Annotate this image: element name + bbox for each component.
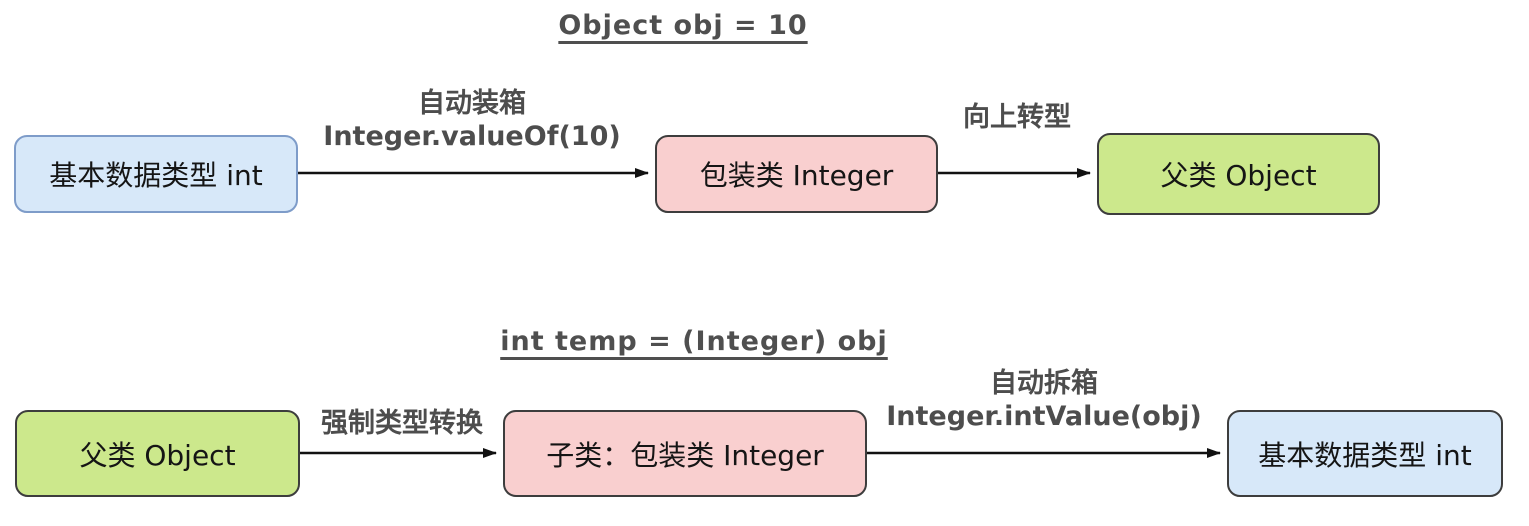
edge-label-line: Integer.intValue(obj) <box>886 400 1202 432</box>
edge-label-upcast: 向上转型 <box>963 102 1071 135</box>
flow2-title: int temp = (Integer) obj <box>500 326 888 357</box>
node-label: 子类：包装类 Integer <box>546 438 824 472</box>
node-parent-object-1: 父类 Object <box>1097 133 1380 215</box>
node-basic-int-2: 基本数据类型 int <box>1227 410 1503 497</box>
edge-label-line: Integer.valueOf(10) <box>323 120 621 152</box>
node-basic-int-1: 基本数据类型 int <box>14 135 298 213</box>
edge-label-line: 自动拆箱 <box>989 368 1098 399</box>
node-label: 包装类 Integer <box>699 159 894 192</box>
flow1-title: Object obj = 10 <box>558 10 808 41</box>
edge-label-force-cast: 强制类型转换 <box>321 408 483 441</box>
edge-label-line: 强制类型转换 <box>321 408 483 439</box>
edge-label-autobox: 自动装箱 Integer.valueOf(10) <box>323 88 620 154</box>
node-label: 基本数据类型 int <box>49 159 263 192</box>
edge-label-line: 自动装箱 <box>417 88 526 119</box>
node-wrapper-integer: 包装类 Integer <box>655 135 938 213</box>
edge-label-line: 向上转型 <box>963 102 1071 133</box>
node-parent-object-2: 父类 Object <box>15 410 300 497</box>
node-label: 父类 Object <box>1160 159 1317 192</box>
node-label: 父类 Object <box>79 438 236 472</box>
node-child-wrapper-integer: 子类：包装类 Integer <box>503 410 867 497</box>
node-label: 基本数据类型 int <box>1258 438 1472 472</box>
edge-label-unbox: 自动拆箱 Integer.intValue(obj) <box>886 368 1201 434</box>
